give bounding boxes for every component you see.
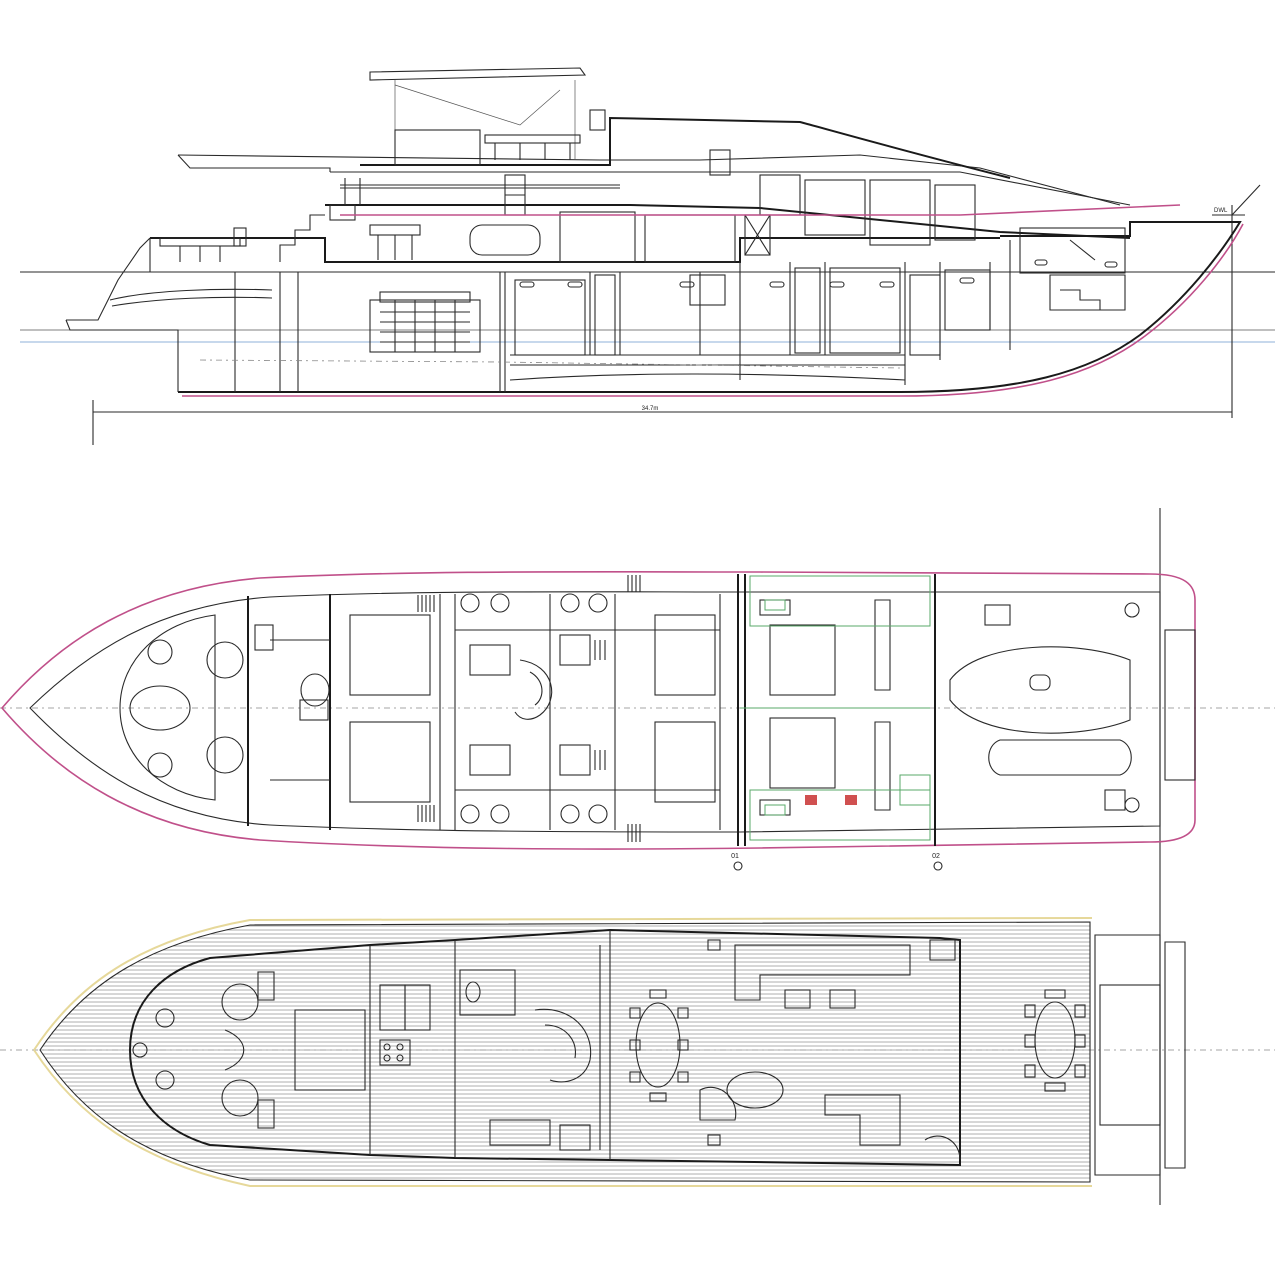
lower-deck-hull-outline [0, 570, 1196, 850]
main-deck-superstructure [128, 928, 961, 1167]
profile-section: 34.7m DWL [20, 67, 1275, 445]
main-deck-teak [40, 922, 1090, 1182]
main-deck-plan [0, 917, 1275, 1187]
draft-marker-label: DWL [1214, 208, 1228, 214]
overall-length-label: 34.7m [642, 406, 659, 412]
engine-block [369, 291, 481, 353]
section-mark-a: 01 [731, 853, 739, 860]
hull-profile [178, 221, 1242, 393]
section-mark-b: 02 [932, 853, 940, 860]
dining-table [635, 1002, 681, 1088]
lower-deck-plan: 01 02 [0, 508, 1275, 1205]
